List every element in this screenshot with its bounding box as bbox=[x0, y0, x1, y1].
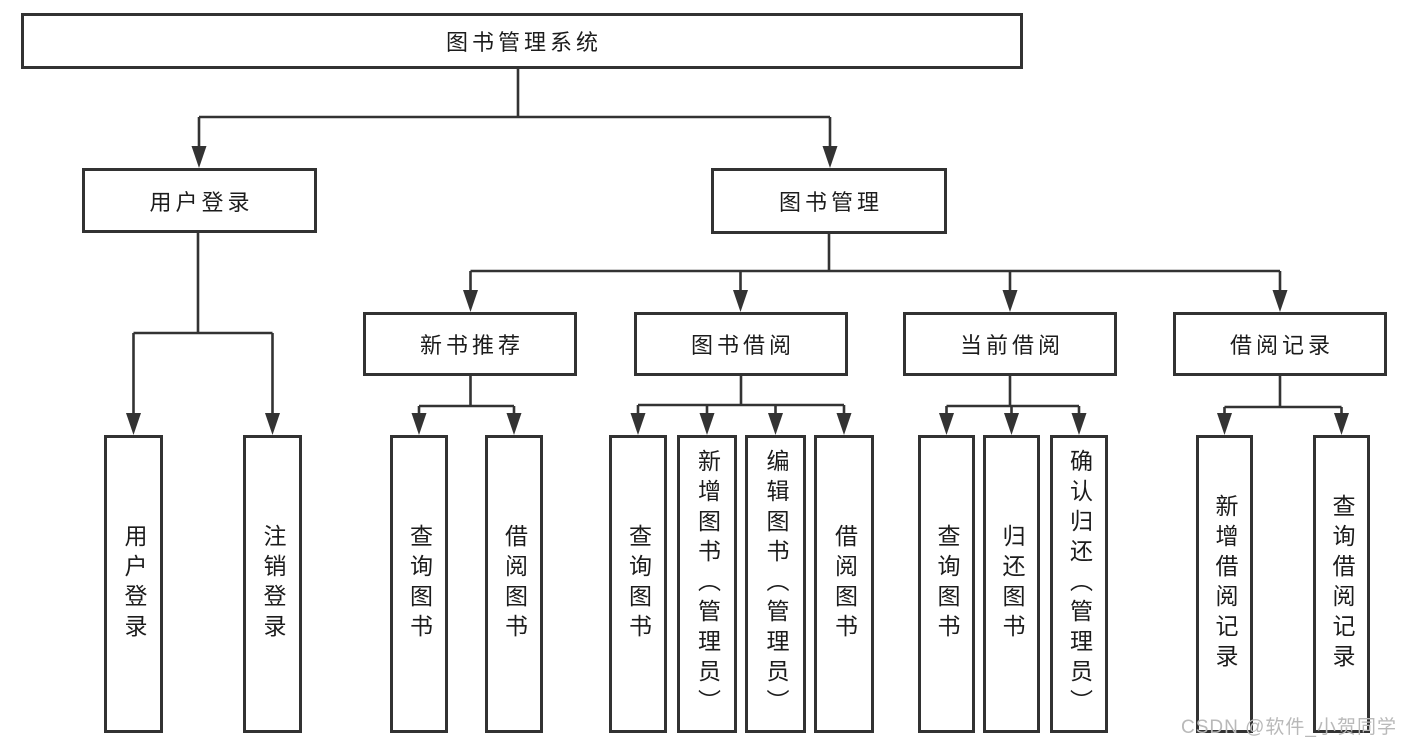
arrowhead-icon bbox=[699, 413, 715, 435]
arrowhead-icon bbox=[463, 290, 478, 312]
arrowhead-icon bbox=[1272, 290, 1288, 312]
node-leaf-logout: 注销登录 bbox=[243, 435, 302, 733]
arrowhead-icon bbox=[733, 290, 748, 312]
arrowhead-icon bbox=[836, 413, 852, 435]
arrowhead-icon bbox=[630, 413, 646, 435]
node-leaf-return-books: 归还图书 bbox=[983, 435, 1040, 733]
node-label: 借阅记录 bbox=[1229, 333, 1334, 358]
arrowhead-icon bbox=[1217, 413, 1232, 435]
node-label: 新增图书（管理员） bbox=[694, 449, 721, 719]
node-label: 新增借阅记录 bbox=[1212, 494, 1238, 674]
node-label: 借阅图书 bbox=[501, 524, 528, 644]
arrowhead-icon bbox=[1334, 413, 1349, 435]
arrowhead-icon bbox=[265, 413, 280, 435]
node-label: 当前借阅 bbox=[959, 333, 1064, 358]
arrowhead-icon bbox=[768, 413, 783, 435]
node-label: 用户登录 bbox=[149, 189, 254, 215]
node-borrowing-records: 借阅记录 bbox=[1173, 312, 1387, 376]
arrowhead-icon bbox=[191, 146, 207, 168]
node-label: 确认归还（管理员） bbox=[1066, 449, 1093, 719]
node-current-borrowing: 当前借阅 bbox=[903, 312, 1117, 376]
node-new-book-recommendation: 新书推荐 bbox=[363, 312, 577, 376]
node-leaf-query-borrow-record: 查询借阅记录 bbox=[1313, 435, 1370, 733]
node-label: 注销登录 bbox=[260, 524, 286, 644]
node-label: 查询图书 bbox=[406, 524, 433, 644]
node-leaf-add-books-admin: 新增图书（管理员） bbox=[677, 435, 737, 733]
node-label: 图书借阅 bbox=[690, 333, 795, 358]
arrowhead-icon bbox=[822, 146, 838, 168]
node-label: 查询图书 bbox=[625, 524, 652, 644]
node-label: 编辑图书（管理员） bbox=[763, 449, 789, 719]
node-library-management-system: 图书管理系统 bbox=[21, 13, 1023, 69]
node-label: 查询借阅记录 bbox=[1329, 494, 1355, 674]
node-leaf-query-books-borrowing: 查询图书 bbox=[609, 435, 667, 733]
node-label: 归还图书 bbox=[999, 524, 1025, 644]
node-book-borrowing: 图书借阅 bbox=[634, 312, 848, 376]
node-book-management: 图书管理 bbox=[711, 168, 947, 234]
node-leaf-confirm-return-admin: 确认归还（管理员） bbox=[1050, 435, 1108, 733]
watermark: CSDN @软件_小贺同学 bbox=[1181, 717, 1397, 738]
node-label: 用户登录 bbox=[121, 524, 147, 644]
node-leaf-query-books-current: 查询图书 bbox=[918, 435, 975, 733]
arrowhead-icon bbox=[411, 413, 427, 435]
arrowhead-icon bbox=[1004, 413, 1019, 435]
node-label: 图书管理系统 bbox=[445, 30, 602, 55]
node-user-login: 用户登录 bbox=[82, 168, 317, 233]
arrowhead-icon bbox=[939, 413, 954, 435]
node-leaf-borrow-books-borrowing: 借阅图书 bbox=[814, 435, 874, 733]
node-leaf-edit-books-admin: 编辑图书（管理员） bbox=[745, 435, 806, 733]
node-leaf-add-borrow-record: 新增借阅记录 bbox=[1196, 435, 1253, 733]
arrowhead-icon bbox=[1002, 290, 1018, 312]
arrowhead-icon bbox=[1071, 413, 1087, 435]
node-label: 查询图书 bbox=[934, 524, 960, 644]
node-leaf-query-books-recommend: 查询图书 bbox=[390, 435, 448, 733]
node-leaf-borrow-books-recommend: 借阅图书 bbox=[485, 435, 543, 733]
node-label: 借阅图书 bbox=[831, 524, 858, 644]
node-leaf-user-login: 用户登录 bbox=[104, 435, 163, 733]
node-label: 新书推荐 bbox=[419, 333, 524, 358]
node-label: 图书管理 bbox=[778, 190, 883, 215]
arrowhead-icon bbox=[126, 413, 141, 435]
arrowhead-icon bbox=[506, 413, 522, 435]
